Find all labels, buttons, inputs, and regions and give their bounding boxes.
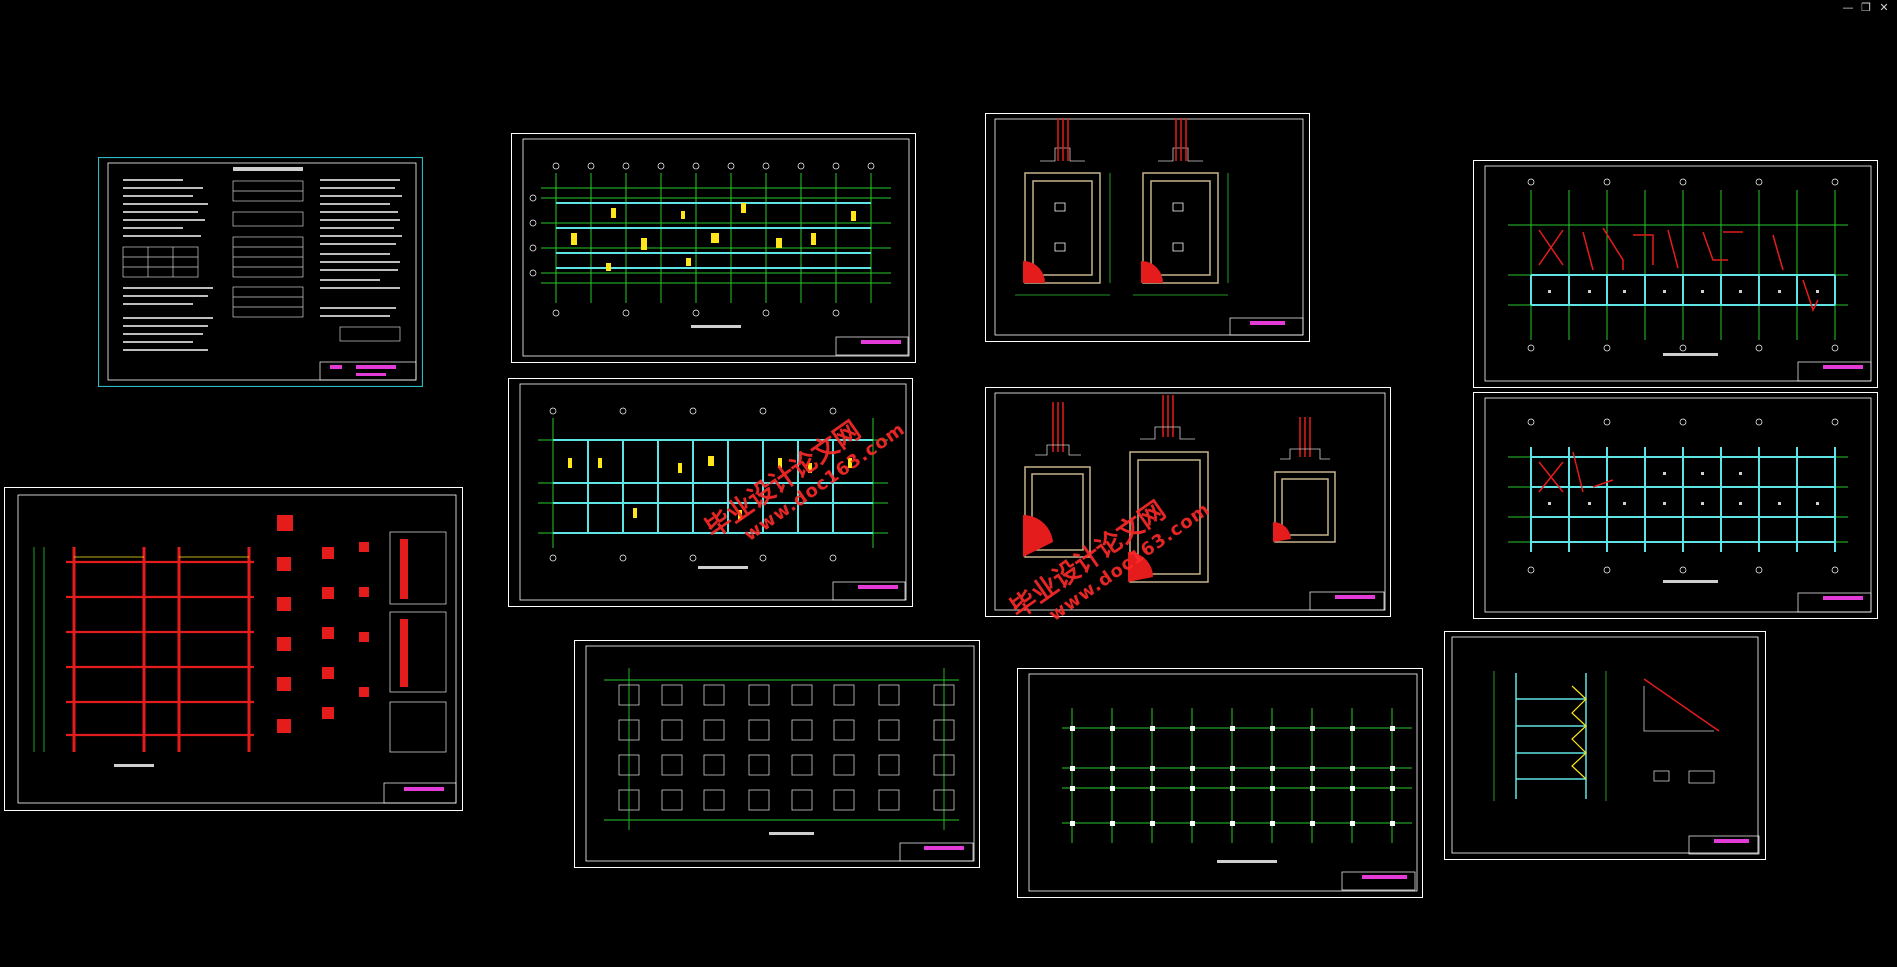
sheet-foundation-detail-1[interactable]: [985, 113, 1310, 342]
column-mark: [1310, 786, 1315, 791]
column-mark: [1110, 821, 1115, 826]
column-mark: [1150, 726, 1155, 731]
footing-pad: [933, 754, 955, 776]
column-mark: [1390, 766, 1395, 771]
column-mark: [1110, 766, 1115, 771]
sheet-foundation-detail-2[interactable]: [985, 387, 1391, 617]
sheet-footing-plan[interactable]: [574, 640, 980, 868]
footing-pad: [618, 719, 640, 741]
sheet-stair-detail[interactable]: [1444, 631, 1766, 860]
column-mark: [1150, 766, 1155, 771]
sheet-slab-plan-2[interactable]: [1473, 392, 1878, 619]
column-mark: [1270, 726, 1275, 731]
column-mark: [1310, 726, 1315, 731]
column-mark: [1230, 786, 1235, 791]
column-mark: [1190, 821, 1195, 826]
footing-pad: [878, 789, 900, 811]
column-mark: [1150, 821, 1155, 826]
sheet-beam-plan-2[interactable]: [508, 378, 913, 607]
footing-pad: [618, 754, 640, 776]
sheet-slab-plan-1[interactable]: [1473, 160, 1878, 388]
column-mark: [1350, 766, 1355, 771]
footing-pad: [791, 754, 813, 776]
column-mark: [1350, 786, 1355, 791]
sheet-frame-elevation[interactable]: [4, 487, 463, 811]
column-mark: [1310, 821, 1315, 826]
column-mark: [1270, 821, 1275, 826]
footing-pad: [661, 789, 683, 811]
footing-pad: [791, 719, 813, 741]
footing-pad: [661, 684, 683, 706]
column-mark: [1110, 726, 1115, 731]
column-mark: [1310, 766, 1315, 771]
column-mark: [1350, 726, 1355, 731]
column-mark: [1190, 726, 1195, 731]
sheet-column-layout-plan[interactable]: [1017, 668, 1423, 898]
footing-pad: [748, 719, 770, 741]
sheet-design-notes[interactable]: [98, 157, 423, 387]
column-mark: [1390, 786, 1395, 791]
footing-pad: [791, 684, 813, 706]
footing-pad: [703, 719, 725, 741]
column-mark: [1110, 786, 1115, 791]
footing-pad: [833, 754, 855, 776]
close-icon[interactable]: ✕: [1879, 1, 1889, 14]
footing-pad: [748, 789, 770, 811]
footing-pad: [878, 719, 900, 741]
footing-pad: [618, 684, 640, 706]
footing-pad: [703, 789, 725, 811]
column-mark: [1070, 821, 1075, 826]
column-mark: [1390, 821, 1395, 826]
footing-pad: [878, 754, 900, 776]
footing-pad: [618, 789, 640, 811]
column-mark: [1230, 821, 1235, 826]
window-controls: — ❐ ✕: [1835, 0, 1897, 20]
footing-pad: [933, 684, 955, 706]
column-mark: [1190, 786, 1195, 791]
footing-pad: [833, 789, 855, 811]
column-mark: [1390, 726, 1395, 731]
footing-pad: [703, 754, 725, 776]
footing-pad: [833, 719, 855, 741]
sheet-beam-plan-1[interactable]: [511, 133, 916, 363]
footing-pad: [933, 719, 955, 741]
column-mark: [1230, 766, 1235, 771]
restore-icon[interactable]: ❐: [1861, 1, 1871, 14]
column-mark: [1190, 766, 1195, 771]
footing-pad: [933, 789, 955, 811]
footing-pad: [748, 754, 770, 776]
footing-pad: [661, 754, 683, 776]
column-mark: [1270, 786, 1275, 791]
column-mark: [1350, 821, 1355, 826]
footing-pad: [791, 789, 813, 811]
column-mark: [1070, 786, 1075, 791]
footing-pad: [878, 684, 900, 706]
column-mark: [1070, 726, 1075, 731]
footing-pad: [833, 684, 855, 706]
minimize-icon[interactable]: —: [1842, 1, 1854, 14]
column-mark: [1150, 786, 1155, 791]
footing-pad: [748, 684, 770, 706]
footing-pad: [661, 719, 683, 741]
column-mark: [1230, 726, 1235, 731]
column-mark: [1270, 766, 1275, 771]
column-mark: [1070, 766, 1075, 771]
footing-pad: [703, 684, 725, 706]
